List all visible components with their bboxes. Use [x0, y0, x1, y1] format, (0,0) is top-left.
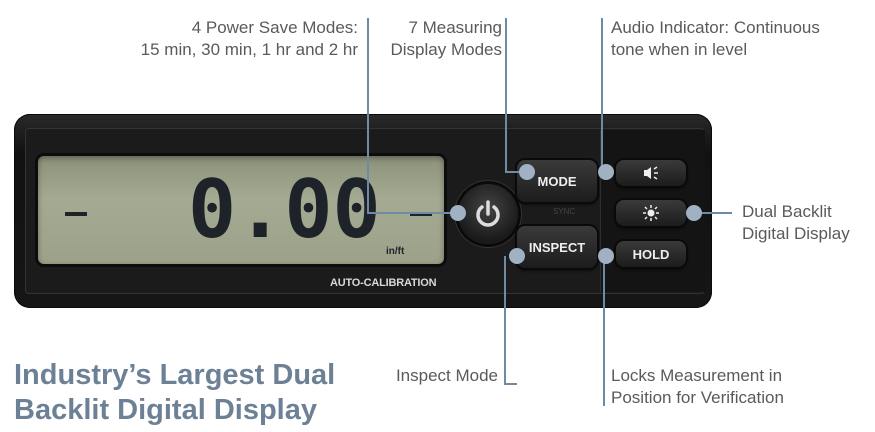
hold-button[interactable]: HOLD [616, 241, 686, 267]
headline-line: Backlit Digital Display [14, 394, 317, 426]
lcd-reading: 0.00 [188, 163, 381, 256]
sun-icon [643, 205, 659, 221]
backlight-button[interactable] [616, 200, 686, 226]
callout-line: Position for Verification [611, 388, 784, 407]
auto-calibration-label: AUTO-CALIBRATION [330, 277, 437, 289]
lcd-unit: in/ft [386, 246, 405, 257]
headline-line: Industry’s Largest Dual [14, 359, 336, 391]
callout-dot-backlight [686, 205, 702, 221]
headline: Industry’s Largest Dual Backlit Digital … [14, 358, 335, 428]
sync-label: SYNC [553, 207, 576, 216]
inspect-button[interactable]: INSPECT [517, 226, 597, 268]
callout-hold: Locks Measurement in Position for Verifi… [611, 365, 784, 409]
speaker-icon [644, 166, 658, 180]
callout-line: Locks Measurement in [611, 366, 783, 385]
callout-dual-backlit: Dual Backlit Digital Display [742, 201, 850, 245]
callout-line: Audio Indicator: Continuous [611, 18, 820, 37]
callout-line: Display Modes [390, 40, 503, 59]
callout-line: 4 Power Save Modes: [191, 18, 358, 37]
callout-inspect-mode: Inspect Mode [396, 365, 498, 387]
callout-line: 15 min, 30 min, 1 hr and 2 hr [140, 40, 358, 59]
lcd-screen: 0.00 in/ft [38, 156, 444, 264]
callout-audio-indicator: Audio Indicator: Continuous tone when in… [611, 17, 820, 61]
callout-dot-mode [519, 164, 535, 180]
callout-line: Inspect Mode [395, 366, 498, 385]
callout-power-save: 4 Power Save Modes: 15 min, 30 min, 1 hr… [141, 17, 358, 61]
power-button[interactable] [458, 184, 518, 244]
left-level-dash [65, 212, 87, 216]
callout-dot-hold [598, 248, 614, 264]
callout-line: tone when in level [611, 40, 748, 59]
callout-dot-inspect [509, 248, 525, 264]
callout-line: 7 Measuring [408, 18, 502, 37]
callout-dot-power [450, 205, 466, 221]
callout-line: Digital Display [742, 224, 850, 243]
callout-measuring-modes: 7 Measuring Display Modes [391, 17, 503, 61]
callout-line: Dual Backlit [742, 202, 832, 221]
audio-button[interactable] [616, 160, 686, 186]
callout-dot-audio [598, 164, 614, 180]
power-icon [476, 200, 500, 227]
